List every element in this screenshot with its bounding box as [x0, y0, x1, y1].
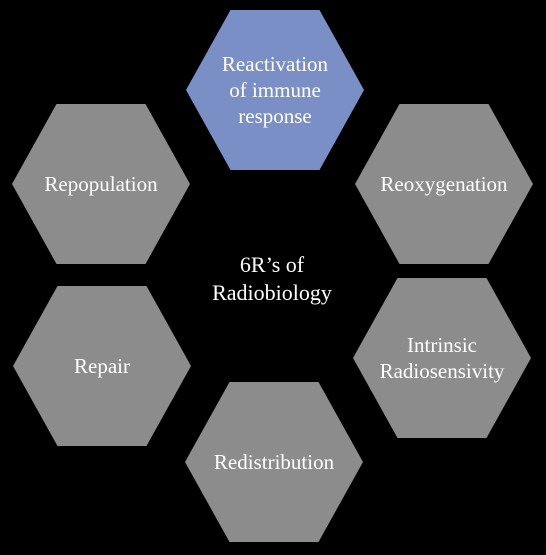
- hexagon-repair: Repair: [13, 286, 191, 446]
- hexagon-redistribution: Redistribution: [185, 382, 363, 542]
- hexagon-label-redistribution-0: Redistribution: [214, 450, 335, 474]
- center-title: 6R’s of Radiobiology: [212, 252, 332, 305]
- center-title-line-0: 6R’s of: [240, 252, 305, 277]
- center-title-line-1: Radiobiology: [212, 280, 332, 305]
- hexagon-label-repopulation-0: Repopulation: [44, 172, 158, 196]
- hexagon-label-intrinsic-radiosensivity-1: Radiosensivity: [380, 359, 505, 383]
- hexagon-label-intrinsic-radiosensivity-0: Intrinsic: [407, 333, 477, 357]
- hexagon-shape-redistribution: [185, 382, 363, 542]
- hexagon-reoxygenation: Reoxygenation: [355, 104, 533, 264]
- hexagon-shape-repair: [13, 286, 191, 446]
- hexagon-label-reactivation-2: response: [238, 104, 311, 128]
- hexagon-repopulation: Repopulation: [12, 104, 190, 264]
- hexagon-label-reactivation-1: of immune: [229, 78, 321, 102]
- hexagon-shape-reactivation: [186, 10, 364, 170]
- hexagon-shape-intrinsic-radiosensivity: [353, 278, 531, 438]
- hexagon-label-repair-0: Repair: [74, 354, 130, 378]
- hexagon-shape-repopulation: [12, 104, 190, 264]
- hexagon-shape-reoxygenation: [355, 104, 533, 264]
- hexagon-label-reoxygenation-0: Reoxygenation: [380, 172, 508, 196]
- hexagon-label-reactivation-0: Reactivation: [222, 52, 329, 76]
